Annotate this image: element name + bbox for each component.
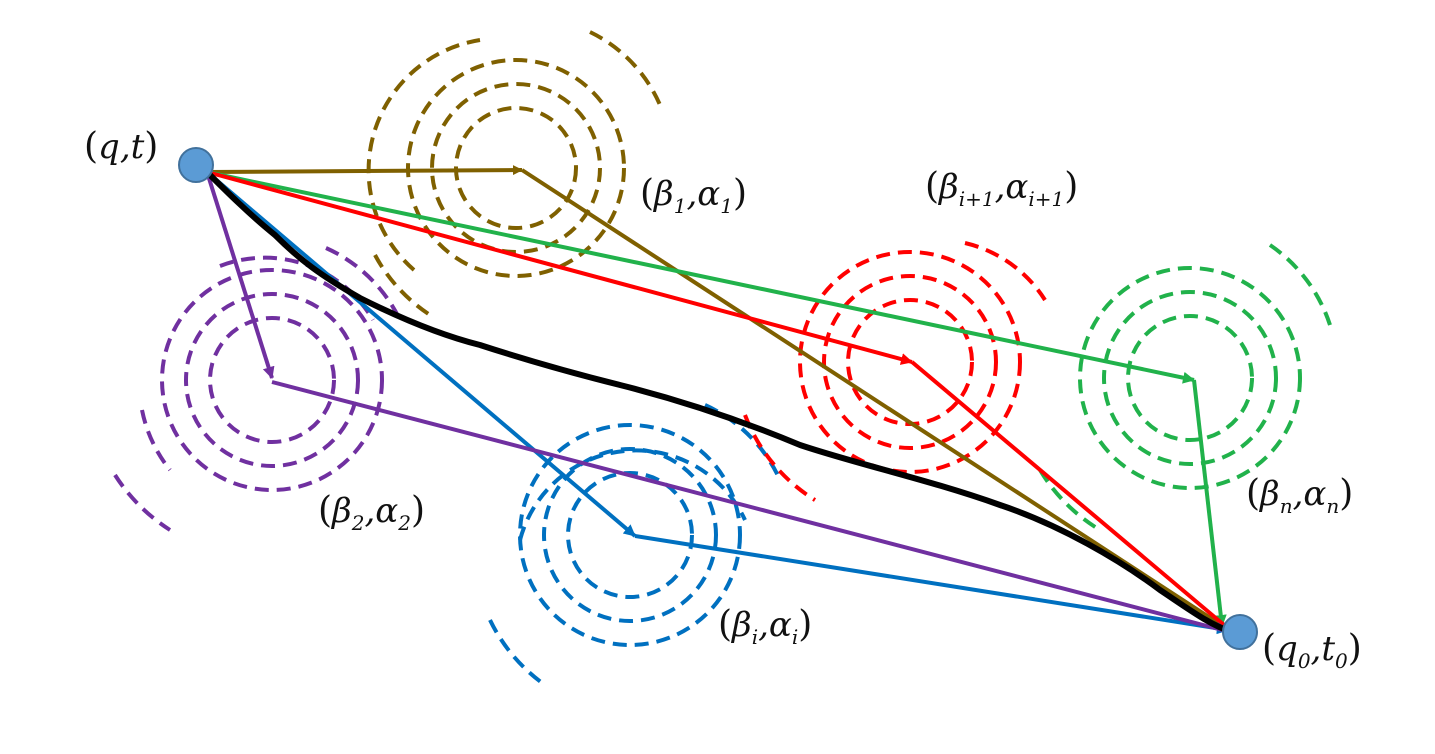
label-end: (q0,t0) (1262, 628, 1362, 673)
arrow-beta2-to-end (271, 380, 1231, 634)
actual-trajectory (204, 169, 1235, 635)
ripple-rings-betai1 (743, 241, 1047, 502)
label-start: (q,t) (84, 126, 158, 167)
ripple-rings-betan (1038, 243, 1332, 532)
path-arrows (204, 165, 1235, 635)
arrow-beta1-to-end (520, 168, 1234, 634)
ripple-rings-beta2 (113, 246, 402, 532)
label-beta2: (β2,α2) (318, 490, 425, 535)
arrow-start-to-beta2 (205, 171, 275, 379)
arrow-betan-to-end (1192, 379, 1227, 627)
arrow-start-to-betai (205, 170, 637, 538)
arrow-start-to-betai1 (206, 170, 913, 365)
label-betai1: (βi+1,αi+1) (925, 166, 1078, 211)
ripple-rings-beta1 (366, 30, 662, 317)
arrow-start-to-beta1 (206, 165, 523, 176)
label-beta1: (β1,α1) (640, 173, 747, 218)
arrow-betai-to-end (634, 534, 1229, 635)
arrow-betai1-to-end (910, 360, 1232, 632)
end-node (1222, 614, 1258, 650)
start-node (178, 147, 214, 183)
arrow-start-to-betan (206, 170, 1195, 384)
label-betan: (βn,αn) (1246, 473, 1353, 518)
label-betai: (βi,αi) (718, 604, 812, 649)
